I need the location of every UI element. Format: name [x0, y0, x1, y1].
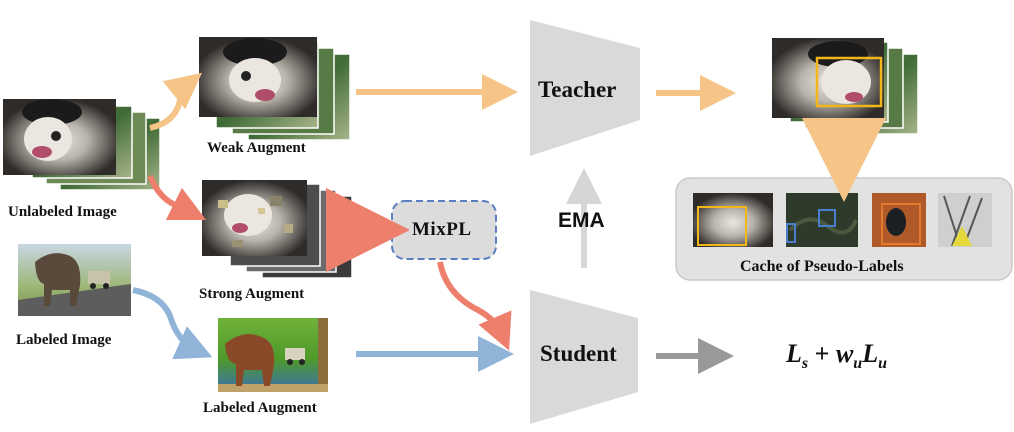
weak-augment-label: Weak Augment [207, 140, 306, 156]
teacher-output-stack [772, 38, 919, 135]
loss-supervised-subscript: s [801, 355, 809, 373]
labeled-image-label: Labeled Image [16, 332, 112, 348]
arrow-labeled-to-augment [132, 287, 213, 360]
student-label: Student [540, 341, 617, 366]
labeled-augment-image [218, 318, 328, 392]
arrow-unlabeled-to-strong [147, 174, 207, 221]
student-network [530, 290, 638, 424]
unlabeled-image-stack [3, 99, 161, 191]
loss-unsupervised-subscript: u [878, 355, 887, 373]
teacher-pseudo-box [815, 56, 883, 108]
weak-augment-stack [199, 37, 351, 141]
teacher-label: Teacher [538, 77, 617, 102]
loss-formula: Ls + wuLu [786, 339, 887, 373]
loss-plus: + [814, 339, 830, 368]
loss-weight-subscript: u [853, 355, 863, 373]
loss-weight: w [835, 339, 854, 368]
pseudo-label-cache [675, 177, 1013, 281]
teacher-network [530, 20, 640, 156]
ema-label: EMA [558, 209, 605, 232]
mixpl-label: MixPL [412, 219, 472, 240]
strong-augment-stack [202, 180, 353, 279]
arrow-unlabeled-to-weak [149, 72, 203, 131]
loss-supervised: L [786, 339, 802, 368]
labeled-augment-label: Labeled Augment [203, 400, 317, 416]
strong-augment-label: Strong Augment [199, 286, 305, 302]
loss-unsupervised: L [862, 339, 879, 368]
cache-label: Cache of Pseudo-Labels [740, 258, 904, 275]
labeled-image [18, 244, 131, 316]
arrow-mixpl-to-student [437, 261, 512, 351]
unlabeled-image-label: Unlabeled Image [8, 204, 117, 220]
